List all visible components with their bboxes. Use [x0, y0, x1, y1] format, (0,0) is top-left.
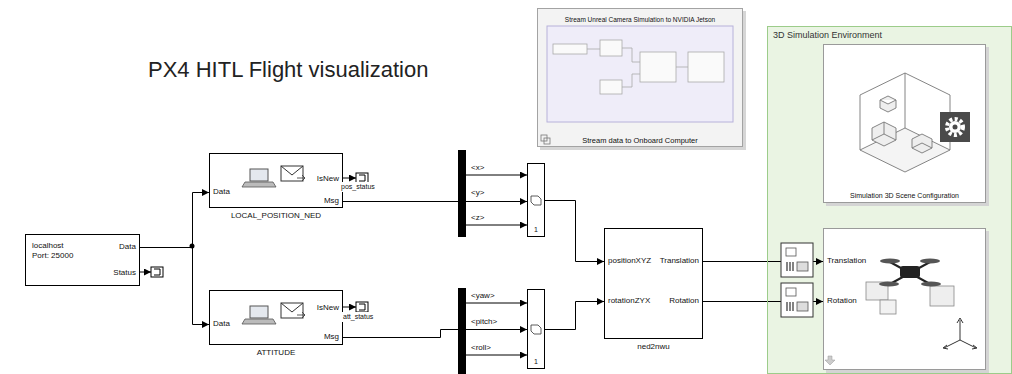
uav-vehicle-block: TranslationRotation [823, 228, 986, 370]
signal-line [343, 330, 527, 338]
bus-element: <pitch> [470, 317, 498, 327]
concatenate-block: 1 [527, 163, 545, 237]
port-label: Msg [324, 332, 339, 342]
message-icon [242, 303, 305, 324]
block-label: Stream Unreal Camera Simulation to NVIDI… [538, 15, 742, 25]
mavlink-deserializer-block: DataIsNewMsgATTITUDE [209, 290, 343, 345]
terminator-block [151, 173, 368, 312]
subsystem-mini-diagram [553, 40, 724, 94]
block-name: ATTITUDE [150, 348, 402, 358]
block-label: localhost Port: 25000 [32, 241, 78, 261]
signal-line [545, 302, 604, 330]
signal-line [140, 193, 209, 248]
gear-icon [940, 112, 970, 142]
environment-band-fill [767, 26, 1012, 374]
bus-element: <y> [470, 188, 485, 198]
signal-wire [140, 175, 527, 355]
port-label: Status [113, 268, 136, 278]
mavlink-deserializer-block: DataIsNewMsgLOCAL_POSITION_NED [209, 153, 343, 208]
port-label: Data [213, 319, 230, 329]
signal-line [140, 248, 209, 325]
referenced-subsystem: Stream Unreal Camera Simulation to NVIDI… [537, 8, 743, 147]
concatenate-glyph [531, 196, 541, 334]
block-label: Stream data to Onboard Computer [538, 136, 742, 146]
port-label: Translation [660, 256, 699, 266]
udp-receive-block: localhost Port: 25000 DataStatus [25, 234, 140, 286]
conversion-block [781, 243, 813, 317]
block-name: LOCAL_POSITION_NED [150, 211, 402, 221]
subsystem-icon [541, 135, 550, 144]
bus-element: <roll> [470, 343, 492, 353]
block-fill [823, 228, 986, 370]
drone-icon [866, 259, 954, 315]
port-label: Data [119, 242, 136, 252]
bus-selector [458, 288, 466, 374]
scene-room-icon [860, 73, 950, 172]
scene-config-block: Simulation 3D Scene Configuration [823, 44, 986, 203]
bus-element: <yaw> [470, 291, 496, 301]
block-name: ned2nwu [545, 342, 762, 352]
port-label: Data [213, 187, 230, 197]
subsystem-preview [547, 26, 733, 122]
subsystem-block: positionXYZ rotationZYX TranslationRotatio… [604, 228, 703, 339]
port-label: Rotation [669, 296, 699, 306]
signal-line [545, 201, 604, 262]
bus-element: <z> [470, 213, 485, 223]
block-label: Simulation 3D Scene Configuration [824, 191, 985, 201]
block-label: 3D Simulation Environment [773, 30, 882, 40]
message-icon [242, 166, 305, 187]
axes-icon [943, 318, 977, 349]
bus-element: <x> [470, 163, 485, 173]
port-label: positionXYZ [608, 256, 651, 266]
port-label: Msg [324, 196, 339, 206]
concatenate-block: 1 [527, 289, 545, 369]
port-label: Rotation [827, 296, 857, 306]
block-fill [823, 44, 986, 203]
subsystem-fill [537, 8, 743, 147]
signal-line [343, 201, 527, 202]
signal-name: att_status [342, 312, 374, 322]
signal-name: pos_status [340, 182, 376, 192]
diagram-title: PX4 HITL Flight visualization [148, 57, 428, 83]
down-arrow-icon [825, 356, 835, 365]
port-label: rotationZYX [608, 296, 650, 306]
port-label: IsNew [317, 174, 339, 184]
bus-selector [458, 150, 466, 237]
block-label: 1 [528, 357, 544, 367]
environment-area: 3D Simulation EnvironmentSimulation 3D S… [767, 26, 1012, 374]
port-label: IsNew [317, 303, 339, 313]
port-label: Translation [827, 256, 866, 266]
branch-dot [190, 244, 195, 249]
block-label: 1 [528, 225, 544, 235]
